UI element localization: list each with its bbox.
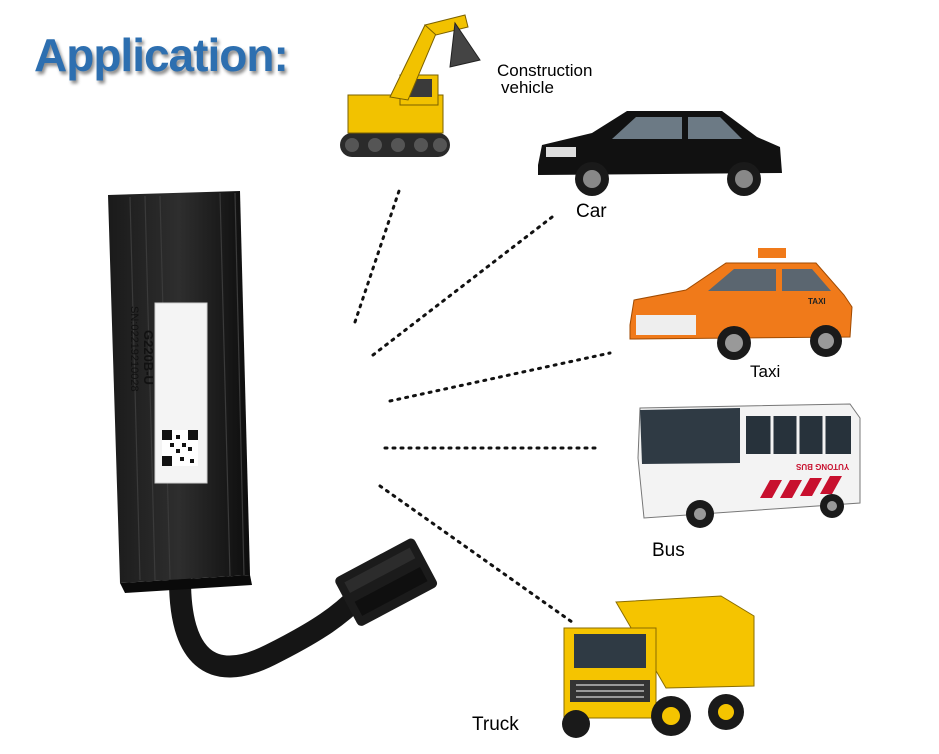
truck-image [556, 588, 761, 743]
connector-car [371, 212, 558, 357]
label-taxi: Taxi [750, 362, 781, 381]
device-model: G220B-U [141, 330, 156, 385]
device-serial: SN:02219210028 [128, 306, 140, 392]
label-construction: Construction vehicle [497, 62, 592, 96]
label-construction-line1: Construction [497, 61, 593, 80]
bus-image: YUTONG BUS [620, 398, 870, 530]
connector-taxi [388, 351, 612, 403]
excavator-image [330, 5, 500, 165]
label-truck: Truck [472, 714, 519, 735]
taxi-image: TAXI [626, 245, 856, 365]
page-title: Application: [34, 29, 289, 81]
label-construction-line2: vehicle [501, 78, 554, 97]
label-car: Car [576, 201, 607, 222]
car-image [532, 105, 787, 200]
label-bus: Bus [652, 540, 685, 561]
connector-construction [353, 186, 402, 324]
gps-tracker-device [100, 185, 440, 715]
taxi-roof-sign: TAXI [808, 297, 826, 306]
connector-truck [378, 484, 574, 624]
bus-side-text: YUTONG BUS [796, 462, 850, 471]
